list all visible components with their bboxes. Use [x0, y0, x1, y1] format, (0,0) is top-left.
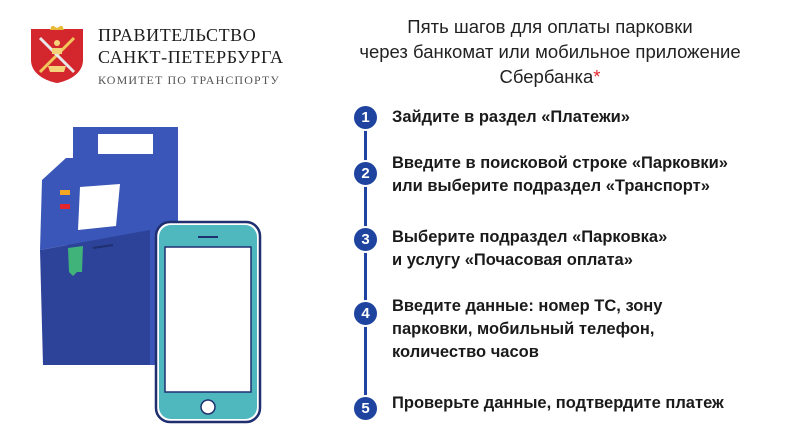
page-title: Пять шагов для оплаты парковки через бан…: [330, 14, 770, 89]
org-committee: КОМИТЕТ ПО ТРАНСПОРТУ: [98, 73, 280, 87]
footnote-asterisk: *: [593, 66, 601, 87]
step-3-number: 3: [352, 226, 379, 253]
step-2-text: Введите в поисковой строке «Парковки» ил…: [392, 154, 728, 195]
step-4-number: 4: [352, 300, 379, 327]
org-name-line1: ПРАВИТЕЛЬСТВО: [98, 25, 257, 45]
title-line3: Сбербанка*: [499, 66, 601, 87]
steps-timeline: [364, 112, 367, 412]
step-1-number: 1: [352, 104, 379, 131]
step-5-number: 5: [352, 395, 379, 422]
step-2-number: 2: [352, 160, 379, 187]
smartphone-icon: [154, 220, 262, 424]
title-line2: через банкомат или мобильное приложение: [359, 41, 741, 62]
org-name-line2: САНКТ-ПЕТЕРБУРГА: [98, 47, 284, 67]
coat-of-arms-icon: [31, 26, 83, 83]
step-3-text: Выберите подраздел «Парковка» и услугу «…: [392, 228, 668, 269]
step-1-text: Зайдите в раздел «Платежи»: [392, 108, 630, 126]
step-4-text: Введите данные: номер ТС, зону парковки,…: [392, 297, 663, 361]
step-5-text: Проверьте данные, подтвердите платеж: [392, 394, 724, 412]
atm-icon: [40, 127, 178, 365]
title-line1: Пять шагов для оплаты парковки: [407, 16, 693, 37]
atm-and-phone-illustration: [40, 127, 262, 424]
